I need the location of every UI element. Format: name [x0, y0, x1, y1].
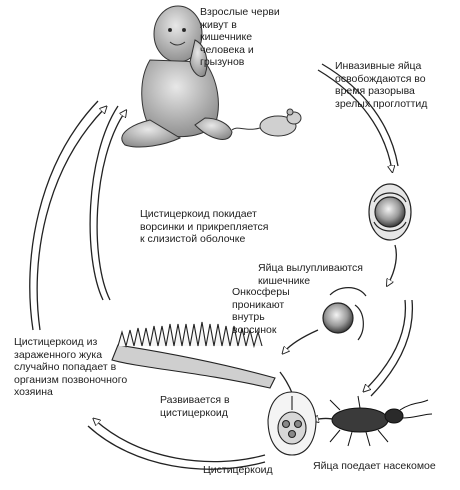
egg-large [368, 183, 412, 241]
arrow-left-inner [96, 112, 125, 301]
arrow-top-right [317, 69, 392, 170]
label-accidental-host: Цистицеркоид из зараженного жука случайн… [14, 336, 128, 398]
arrow-oncosphere-to-villi [284, 329, 319, 352]
arrow-right-side [365, 299, 407, 390]
label-insect-eats-eggs: Яйца поедает насекомое [313, 460, 436, 472]
hatched-egg [322, 287, 367, 341]
label-oncospheres: Онкосферы проникают внутрь ворсинок [232, 286, 290, 336]
label-cysticercoid-leaves-villi: Цистицеркоид покидает ворсинки и прикреп… [140, 208, 269, 245]
arrow-egg-to-hatch [388, 244, 397, 284]
rat-figure [231, 108, 302, 137]
developing-cysticercoid [267, 391, 317, 456]
beetle-figure [329, 395, 433, 447]
label-eggs-hatch: Яйца вылупливаются кишечнике [258, 262, 363, 287]
label-adult-worms: Взрослые черви живут в кишечнике человек… [200, 6, 280, 68]
label-invasive-eggs: Инвазивные яйца освобождаются во время р… [335, 60, 428, 110]
arrow-left-side [36, 108, 105, 331]
label-develops-cysticercoid: Развивается в цистицеркоид [160, 394, 230, 419]
arrow-bottom [95, 420, 266, 463]
intestinal-villi [111, 321, 276, 389]
baby-figure [121, 5, 233, 148]
label-cysticercoid: Цистицеркоид [203, 464, 273, 476]
